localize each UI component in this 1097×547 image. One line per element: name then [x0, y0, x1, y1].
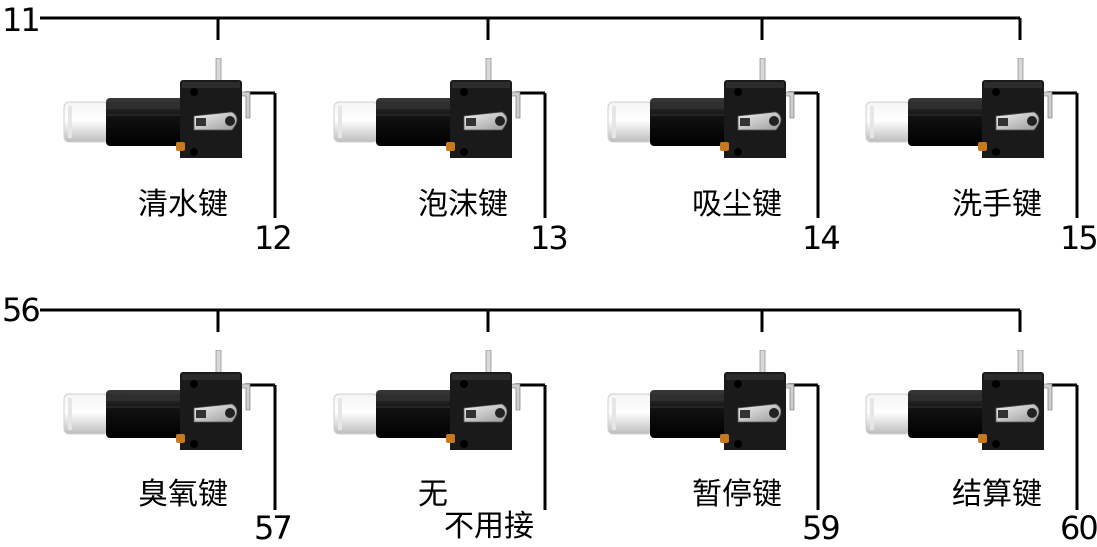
microswitch-image	[63, 350, 251, 450]
switch-label-clean-water: 清水键	[138, 187, 228, 222]
wire-number-12: 12	[254, 219, 293, 257]
wire-number-15: 15	[1060, 219, 1097, 257]
wire-number-60: 60	[1060, 509, 1097, 547]
microswitch-image	[607, 58, 795, 158]
bus-label-11: 11	[2, 1, 41, 39]
wire-number-59: 59	[802, 509, 841, 547]
switch-label-ozone: 臭氧键	[138, 477, 228, 512]
switch-label-vacuum: 吸尘键	[692, 187, 782, 222]
switch-label-checkout: 结算键	[952, 477, 1042, 512]
microswitch-image	[607, 350, 795, 450]
microswitch-image	[333, 350, 521, 450]
switch-label-foam: 泡沫键	[418, 187, 508, 222]
bus-label-56: 56	[2, 291, 41, 329]
wire-number-13: 13	[530, 219, 569, 257]
switch-label-hand-wash: 洗手键	[952, 187, 1042, 222]
wire-number-57: 57	[254, 509, 293, 547]
switch-label-not-connected: 不用接	[444, 509, 534, 544]
microswitch-image	[333, 58, 521, 158]
switch-label-pause: 暂停键	[692, 477, 782, 512]
microswitch-image	[865, 350, 1053, 450]
wire-number-14: 14	[802, 219, 841, 257]
microswitch-image	[63, 58, 251, 158]
microswitch-image	[865, 58, 1053, 158]
switch-label-none: 无	[418, 477, 448, 512]
